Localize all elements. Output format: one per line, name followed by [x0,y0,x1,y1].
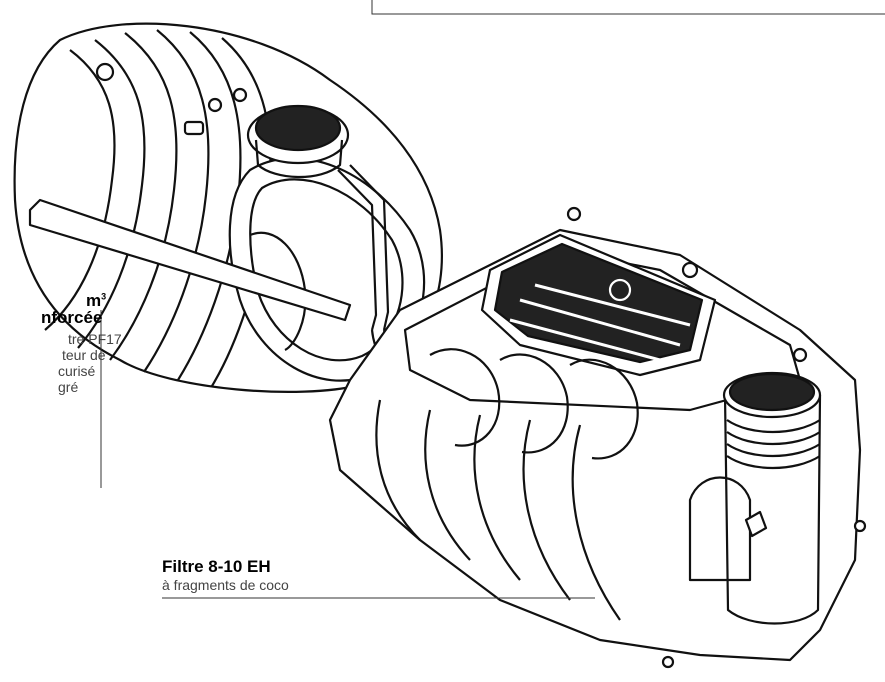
tank-desc-line-3: curisé [58,363,96,379]
storage-tank-drawing [13,22,443,393]
filter-callout-title: Filtre 8-10 EH [162,557,271,576]
tank-title-superscript: 3 [101,291,107,302]
tank-desc-line-2: teur de [62,347,106,363]
tank-callout: m3 nforcée tre PF17 teur de curisé gré [0,291,122,395]
tank-desc-line-4: gré [58,379,79,395]
tank-callout-title: m3 [86,291,122,311]
tank-title-part: m [86,291,102,310]
filter-unit-drawing [328,206,867,669]
tank-desc-line-1: tre PF17 [68,331,122,347]
filter-callout: Filtre 8-10 EH à fragments de coco [162,557,289,593]
top-callout-frame [371,0,885,15]
tank-callout-title-line2: nforcée [41,308,103,327]
filter-callout-desc: à fragments de coco [162,577,289,593]
